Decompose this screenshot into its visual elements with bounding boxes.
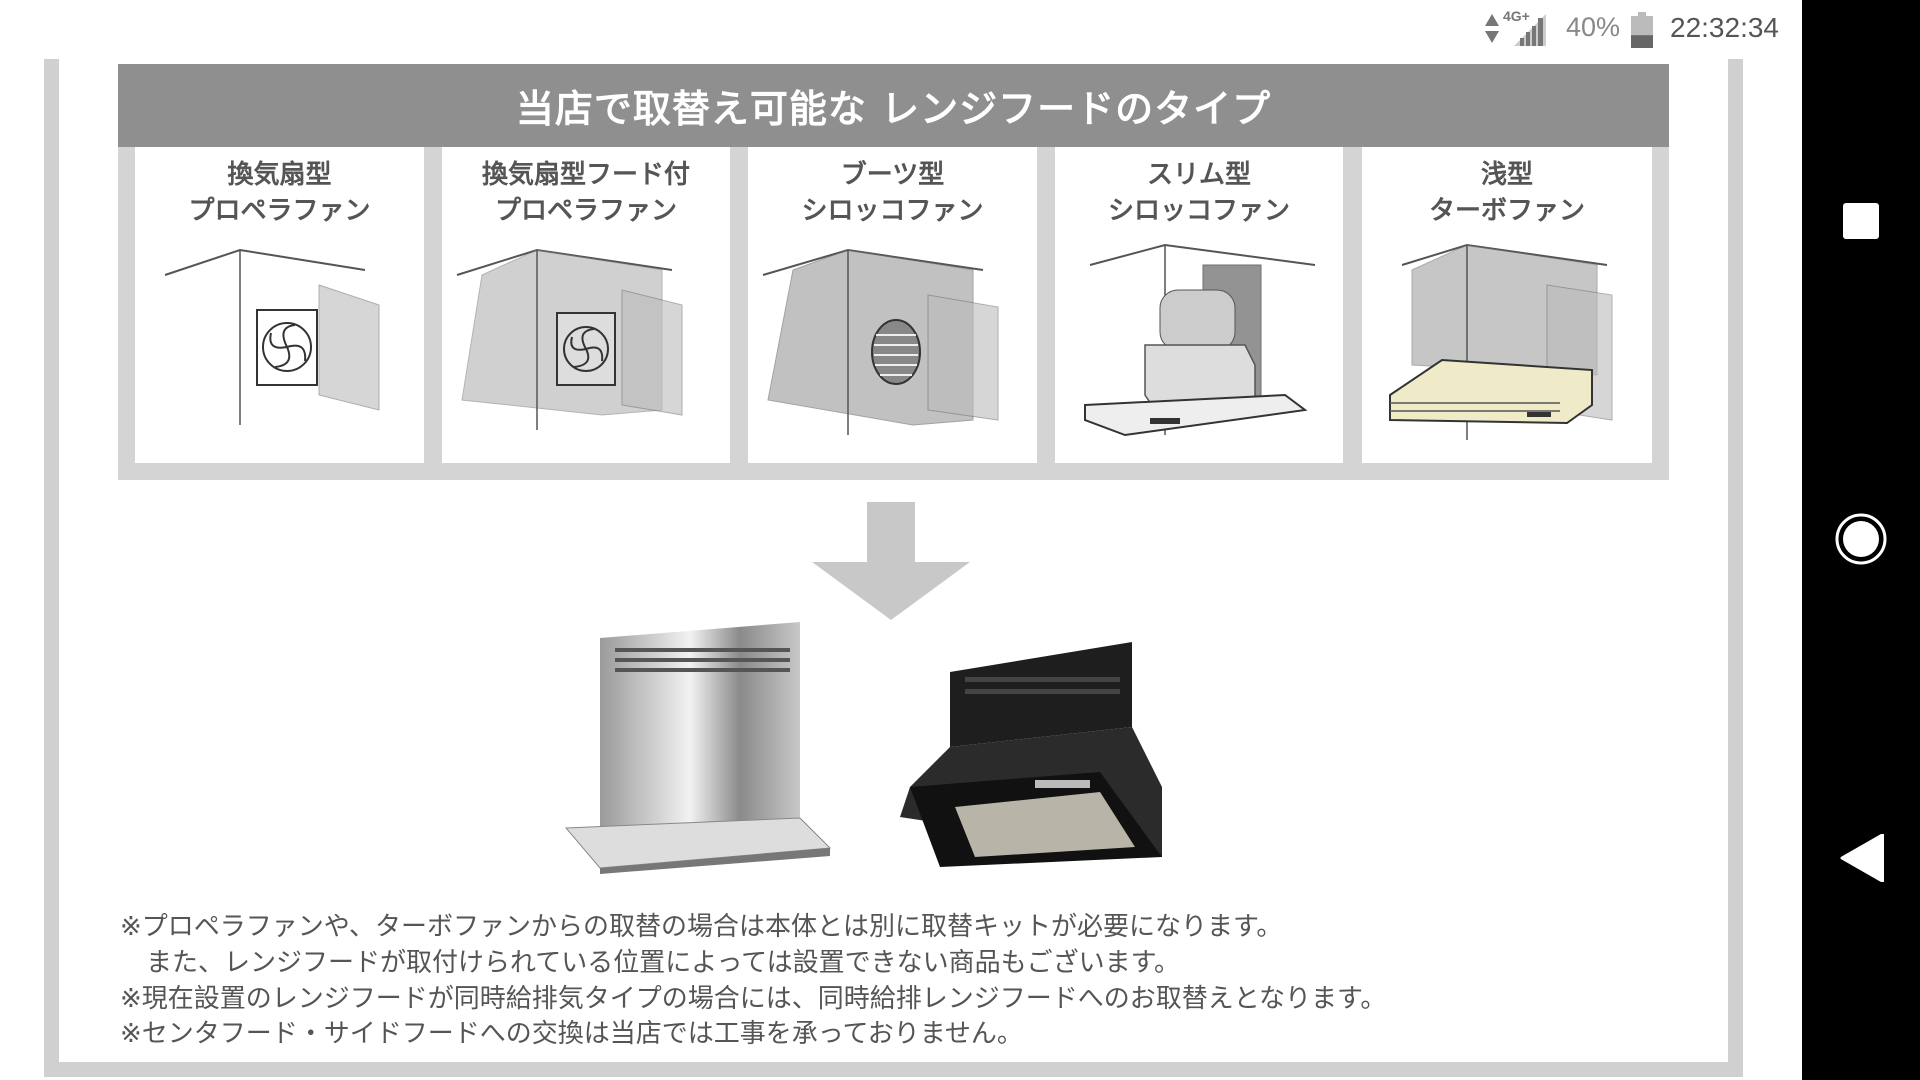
sirocco-boots-illustration bbox=[762, 248, 999, 435]
propeller-fan-illustration bbox=[164, 248, 380, 425]
hood-type-card-boots: ブーツ型シロッコファン bbox=[748, 147, 1037, 463]
type-name: ブーツ型 bbox=[840, 160, 945, 190]
sirocco-slim-illustration bbox=[1084, 243, 1316, 437]
battery-icon bbox=[1631, 12, 1653, 48]
fan-type: プロペラファン bbox=[188, 196, 371, 226]
fan-type: シロッコファン bbox=[801, 196, 984, 226]
turbo-shallow-illustration bbox=[1389, 243, 1613, 440]
note-position-limit: また、レンジフードが取付けられている位置によっては設置できない商品もございます。 bbox=[120, 948, 1181, 978]
content-frame bbox=[44, 59, 1743, 1077]
network-type: 4G+ bbox=[1503, 8, 1530, 24]
propeller-fan-hood-illustration bbox=[456, 248, 683, 430]
clock: 22:32:34 bbox=[1670, 12, 1779, 43]
type-name: スリム型 bbox=[1146, 160, 1251, 190]
fan-type: ターボファン bbox=[1428, 196, 1585, 226]
hood-type-card-slim: スリム型シロッコファン bbox=[1055, 147, 1343, 463]
note-kit-required: ※プロペラファンや、ターボファンからの取替の場合は本体とは別に取替キットが必要に… bbox=[120, 912, 1283, 942]
down-arrow-icon bbox=[812, 502, 970, 620]
hood-type-card-propeller: 換気扇型プロペラファン bbox=[135, 147, 424, 463]
back-triangle-icon[interactable] bbox=[1840, 834, 1884, 882]
battery-percent: 40% bbox=[1566, 12, 1621, 42]
square-icon[interactable] bbox=[1843, 203, 1879, 239]
data-transfer-icon bbox=[1485, 14, 1499, 43]
panel-title: 当店で取替え可能な レンジフードのタイプ bbox=[118, 64, 1669, 147]
navigation-bar bbox=[1802, 0, 1920, 1080]
status-bar: 4G+ 40% 22:32:34 bbox=[0, 0, 1802, 59]
note-simultaneous-exhaust: ※現在設置のレンジフードが同時給排気タイプの場合には、同時給排レンジフードへのお… bbox=[120, 984, 1387, 1014]
fan-type: プロペラファン bbox=[494, 196, 677, 226]
circle-icon[interactable] bbox=[1834, 512, 1888, 566]
fan-type: シロッコファン bbox=[1107, 196, 1290, 226]
hood-type-card-shallow: 浅型ターボファン bbox=[1362, 147, 1652, 463]
type-name: 換気扇型フード付 bbox=[481, 160, 690, 190]
black-range-hood-image bbox=[900, 642, 1162, 867]
note-center-side-hood: ※センタフード・サイドフードへの交換は当店では工事を承っておりません。 bbox=[120, 1019, 1023, 1049]
hood-type-card-propeller-hood: 換気扇型フード付プロペラファン bbox=[442, 147, 730, 463]
type-name: 換気扇型 bbox=[227, 160, 332, 190]
type-name: 浅型 bbox=[1480, 160, 1533, 190]
signal-icon bbox=[1514, 14, 1546, 46]
stainless-range-hood-image bbox=[564, 622, 832, 874]
